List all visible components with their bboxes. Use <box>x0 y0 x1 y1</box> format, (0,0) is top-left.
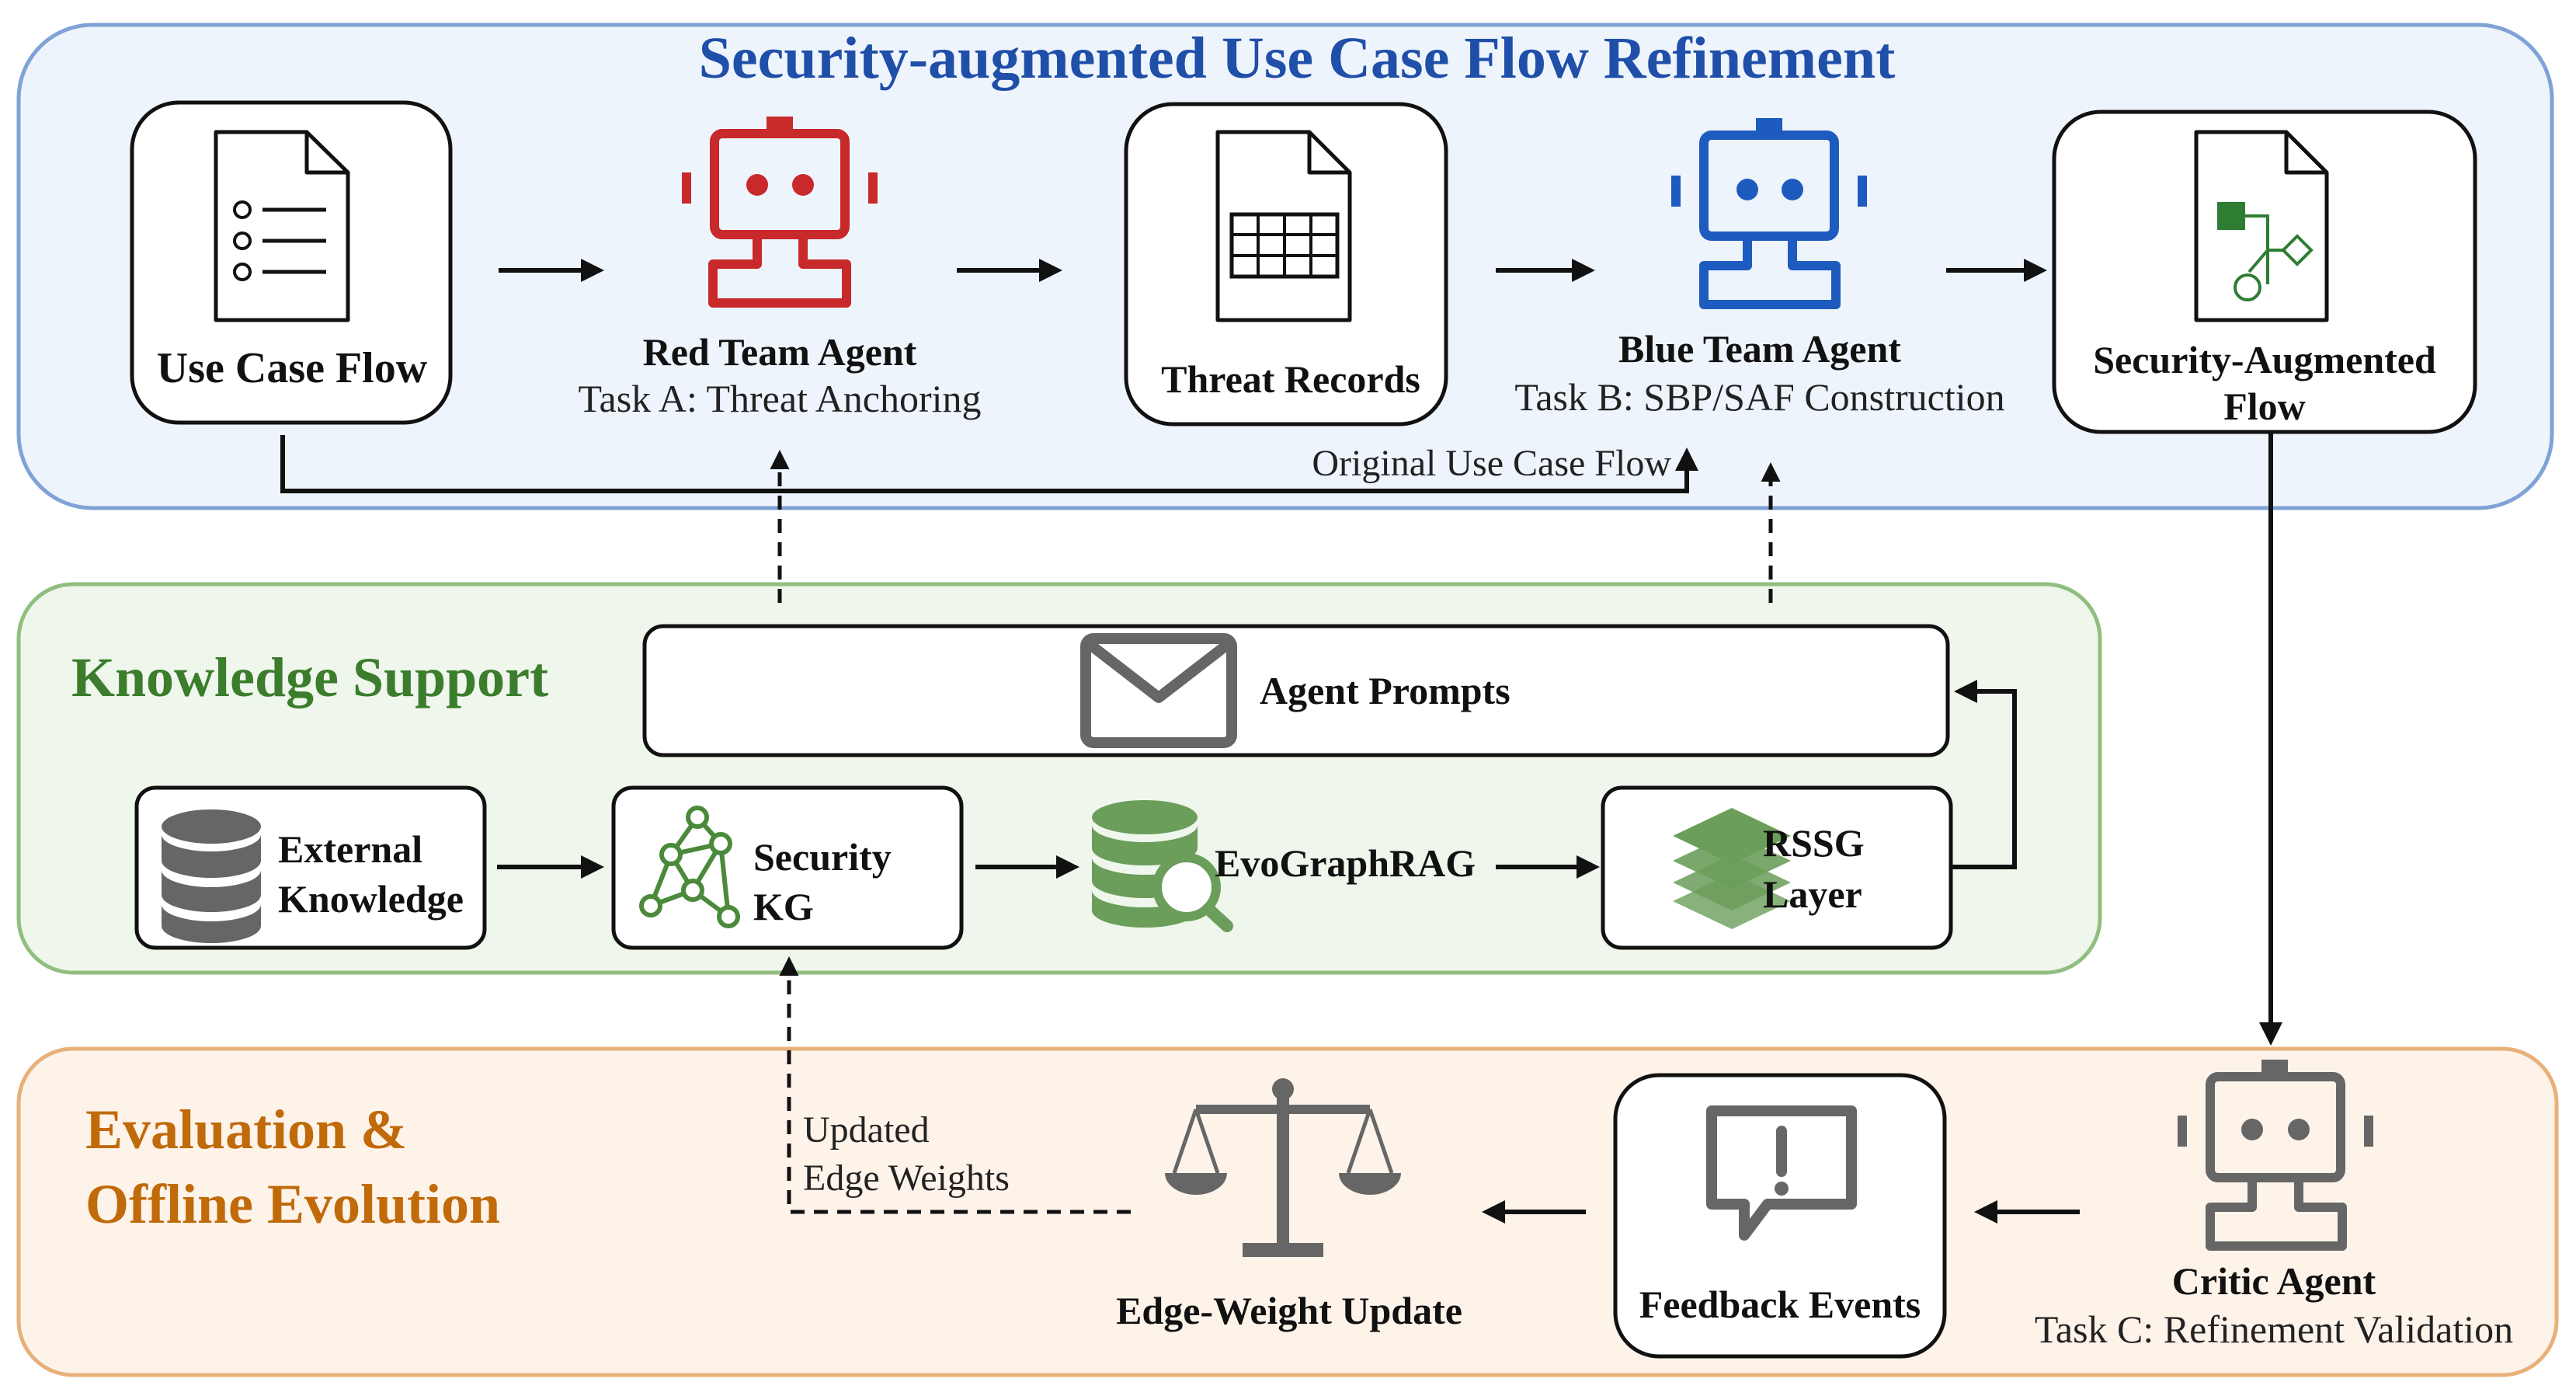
blue-team-task-label: Task B: SBP/SAF Construction <box>1514 375 2004 419</box>
document-list-icon <box>214 130 350 322</box>
threat-records-card: Threat Records <box>1124 102 1448 426</box>
blue-team-agent: Blue Team Agent Task B: SBP/SAF Construc… <box>1514 118 2005 419</box>
external-knowledge-line2: Knowledge <box>278 877 464 921</box>
alert-message-icon <box>1706 1105 1857 1241</box>
threat-records-label: Threat Records <box>1161 357 1420 401</box>
middle-panel-title: Knowledge Support <box>71 646 548 708</box>
database-search-icon <box>1092 800 1233 932</box>
security-augmented-flow-card: Security-Augmented Flow <box>2052 110 2477 434</box>
original-flow-connector <box>280 435 1698 493</box>
rssg-line2: Layer <box>1763 872 1862 916</box>
red-team-agent: Red Team Agent Task A: Threat Anchoring <box>578 117 982 420</box>
robot-icon-blue <box>1671 118 1867 309</box>
use-case-flow-card: Use Case Flow <box>130 100 453 425</box>
updated-weights-line1: Updated <box>803 1109 930 1151</box>
agent-prompts-label: Agent Prompts <box>1260 669 1510 712</box>
table-document-icon <box>1215 130 1352 322</box>
evographrag-label: EvoGraphRAG <box>1215 841 1476 885</box>
envelope-icon <box>1080 633 1237 748</box>
use-case-flow-label: Use Case Flow <box>157 344 428 392</box>
external-knowledge-line1: External <box>278 827 422 871</box>
critic-task-label: Task C: Refinement Validation <box>2035 1307 2513 1351</box>
arrow-rssg-to-prompts <box>1952 680 2017 869</box>
flowchart-document-icon <box>2194 130 2329 322</box>
security-kg-line2: KG <box>753 885 814 928</box>
database-icon <box>162 809 261 943</box>
edge-weight-update-label: Edge-Weight Update <box>1116 1289 1462 1332</box>
critic-agent: Critic Agent Task C: Refinement Validati… <box>2035 1060 2513 1351</box>
evographrag-node: EvoGraphRAG <box>1092 800 1476 932</box>
red-team-agent-label: Red Team Agent <box>643 330 917 374</box>
security-augmented-label-line1: Security-Augmented <box>2093 338 2436 381</box>
red-team-task-label: Task A: Threat Anchoring <box>578 377 981 420</box>
agent-prompts-box: Agent Prompts <box>642 624 1950 757</box>
original-flow-label: Original Use Case Flow <box>1312 443 1671 484</box>
critic-agent-label: Critic Agent <box>2172 1259 2376 1303</box>
external-knowledge-box: External Knowledge <box>134 785 487 950</box>
updated-weights-line2: Edge Weights <box>803 1158 1010 1199</box>
rssg-layer-box: RSSG Layer <box>1601 785 1953 950</box>
security-augmented-label-line2: Flow <box>2223 385 2306 428</box>
robot-icon-gray <box>2178 1060 2373 1251</box>
rssg-line1: RSSG <box>1763 821 1865 865</box>
bottom-panel-title-line2: Offline Evolution <box>85 1173 500 1235</box>
feedback-events-card: Feedback Events <box>1613 1073 1947 1359</box>
top-panel-title: Security-augmented Use Case Flow Refinem… <box>699 26 1896 91</box>
feedback-events-label: Feedback Events <box>1639 1283 1921 1326</box>
security-kg-box: Security KG <box>611 785 964 950</box>
edge-weight-update: Edge-Weight Update <box>1116 1078 1462 1332</box>
robot-icon-red <box>682 117 878 308</box>
graph-network-icon <box>639 806 740 928</box>
stacked-layers-icon <box>1673 808 1791 929</box>
bottom-panel-title-line1: Evaluation & <box>85 1098 407 1161</box>
blue-team-agent-label: Blue Team Agent <box>1618 327 1901 371</box>
security-kg-line1: Security <box>753 835 892 879</box>
balance-scale-icon <box>1165 1078 1401 1257</box>
